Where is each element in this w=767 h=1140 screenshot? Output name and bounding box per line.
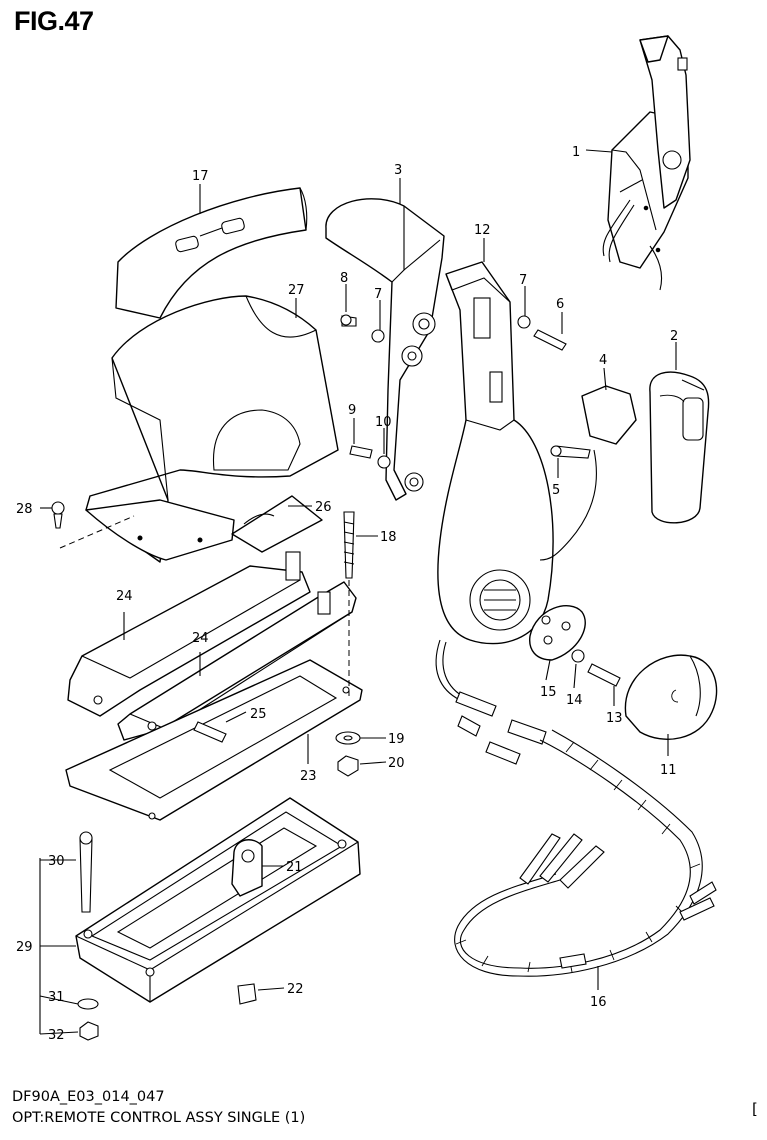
part-label-31: 31 bbox=[48, 990, 65, 1005]
part-label-23: 23 bbox=[300, 769, 317, 784]
part-label-26: 26 bbox=[315, 500, 332, 515]
part-label-15: 15 bbox=[540, 685, 557, 700]
part-label-19: 19 bbox=[388, 732, 405, 747]
part-label-28: 28 bbox=[16, 502, 33, 517]
remote-control-unit-drawing bbox=[602, 35, 691, 291]
part-label-4: 4 bbox=[599, 353, 607, 368]
part-label-29: 29 bbox=[16, 940, 33, 955]
part-label-25: 25 bbox=[250, 707, 267, 722]
edge-mark: [ bbox=[752, 1100, 758, 1118]
part-label-11: 11 bbox=[660, 763, 677, 778]
part-label-22: 22 bbox=[287, 982, 304, 997]
part-label-2: 2 bbox=[670, 329, 678, 344]
figure-title: FIG.47 bbox=[14, 6, 94, 36]
part-label-5: 5 bbox=[552, 483, 560, 498]
part-label-1: 1 bbox=[572, 145, 580, 160]
base-drawing bbox=[75, 797, 361, 1003]
main-housing-drawing bbox=[85, 295, 339, 563]
part-label-9: 9 bbox=[348, 403, 356, 418]
part-label-30: 30 bbox=[48, 854, 65, 869]
part-label-17: 17 bbox=[192, 169, 209, 184]
lever-cover-drawing bbox=[325, 198, 445, 501]
part-label-10: 10 bbox=[375, 415, 392, 430]
part-label-16: 16 bbox=[590, 995, 607, 1010]
part-label-12: 12 bbox=[474, 223, 491, 238]
part-label-21: 21 bbox=[286, 860, 303, 875]
leader-lines bbox=[39, 149, 677, 1035]
plate-drawing bbox=[231, 495, 323, 553]
part-label-27: 27 bbox=[288, 283, 305, 298]
part-label-3: 3 bbox=[394, 163, 402, 178]
part-label-18: 18 bbox=[380, 530, 397, 545]
figure-caption: OPT:REMOTE CONTROL ASSY SINGLE (1) bbox=[12, 1110, 306, 1126]
part-label-24b: 24 bbox=[192, 631, 209, 646]
handle-grip-drawing bbox=[649, 371, 710, 524]
part-labels: 1 2 3 4 5 6 7 7 8 9 10 11 12 13 14 15 16… bbox=[16, 145, 678, 1043]
part-label-14: 14 bbox=[566, 693, 583, 708]
wiring-harness-drawing bbox=[435, 639, 717, 977]
part-label-6: 6 bbox=[556, 297, 564, 312]
fasteners-drawing bbox=[51, 314, 718, 1041]
part-label-8: 8 bbox=[340, 271, 348, 286]
control-arm-drawing bbox=[437, 261, 554, 645]
figure-code: DF90A_E03_014_047 bbox=[12, 1089, 165, 1105]
exploded-parts-diagram: 1 2 3 4 5 6 7 7 8 9 10 11 12 13 14 15 16… bbox=[16, 35, 718, 1043]
part-label-24a: 24 bbox=[116, 589, 133, 604]
part-label-20: 20 bbox=[388, 756, 405, 771]
part-label-7b: 7 bbox=[519, 273, 527, 288]
part-label-7a: 7 bbox=[374, 287, 382, 302]
part-label-32: 32 bbox=[48, 1028, 65, 1043]
top-cover-drawing bbox=[115, 187, 308, 319]
part-label-13: 13 bbox=[606, 711, 623, 726]
